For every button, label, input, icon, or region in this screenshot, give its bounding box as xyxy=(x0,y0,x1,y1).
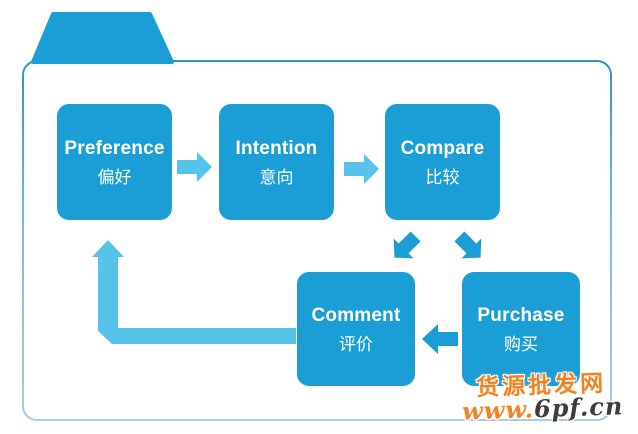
arrow-preference-to-intention xyxy=(177,152,212,182)
arrow-purchase-to-comment xyxy=(422,324,458,354)
arrow-intention-to-compare xyxy=(344,154,379,184)
node-preference: Preference 偏好 xyxy=(57,104,172,220)
arrow-compare-to-comment xyxy=(393,231,421,259)
arrow-comment-to-preference xyxy=(92,240,296,344)
node-comment-label-zh: 评价 xyxy=(339,334,373,354)
watermark-url-domain: 6pf.cn xyxy=(533,391,624,424)
node-purchase-label-zh: 购买 xyxy=(504,334,538,354)
arrow-compare-to-purchase xyxy=(454,231,482,259)
node-purchase-label-en: Purchase xyxy=(477,304,565,326)
folder-tab xyxy=(31,12,174,64)
node-comment-label-en: Comment xyxy=(311,304,401,326)
node-intention-label-en: Intention xyxy=(235,137,318,159)
node-purchase: Purchase 购买 xyxy=(462,272,580,386)
node-intention: Intention 意向 xyxy=(219,104,334,220)
watermark-url: www.6pf.cn xyxy=(462,391,624,426)
node-preference-label-en: Preference xyxy=(64,137,165,159)
node-intention-label-zh: 意向 xyxy=(259,167,294,187)
node-compare: Compare 比较 xyxy=(385,104,500,220)
node-compare-label-en: Compare xyxy=(400,137,485,159)
watermark-url-prefix: www. xyxy=(461,394,535,426)
node-compare-label-zh: 比较 xyxy=(425,167,460,187)
node-preference-label-zh: 偏好 xyxy=(97,167,132,187)
node-comment: Comment 评价 xyxy=(297,272,415,386)
